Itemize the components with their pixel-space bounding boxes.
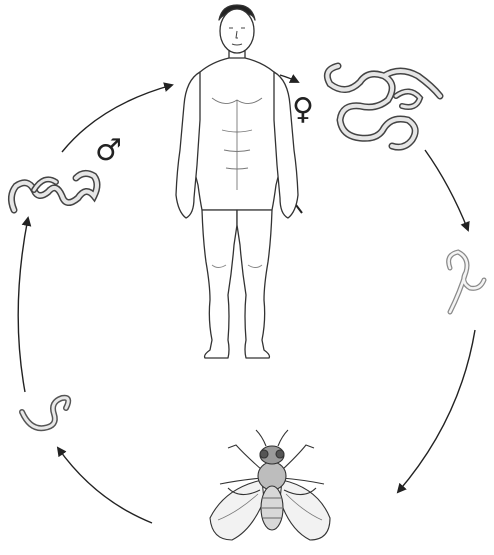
microfilaria [449,252,484,312]
human-right-leg [237,210,272,358]
arrow-small-tick [296,205,302,213]
arrow-fly-to-larva [58,448,152,523]
female-symbol: ♀ [292,95,314,125]
human-left-arm [176,72,200,218]
male-symbol: ♂ [95,136,122,166]
arrow-female-to-microfilaria [425,150,468,230]
human-left-leg [202,210,237,358]
human-figure [176,5,298,358]
arrow-microfilaria-to-fly [398,330,475,492]
arrow-larva-to-male [18,218,28,392]
fly-vector [210,430,330,540]
adult-female-worm [327,66,440,147]
adult-male-worm [11,173,97,210]
infective-larva [22,398,68,428]
